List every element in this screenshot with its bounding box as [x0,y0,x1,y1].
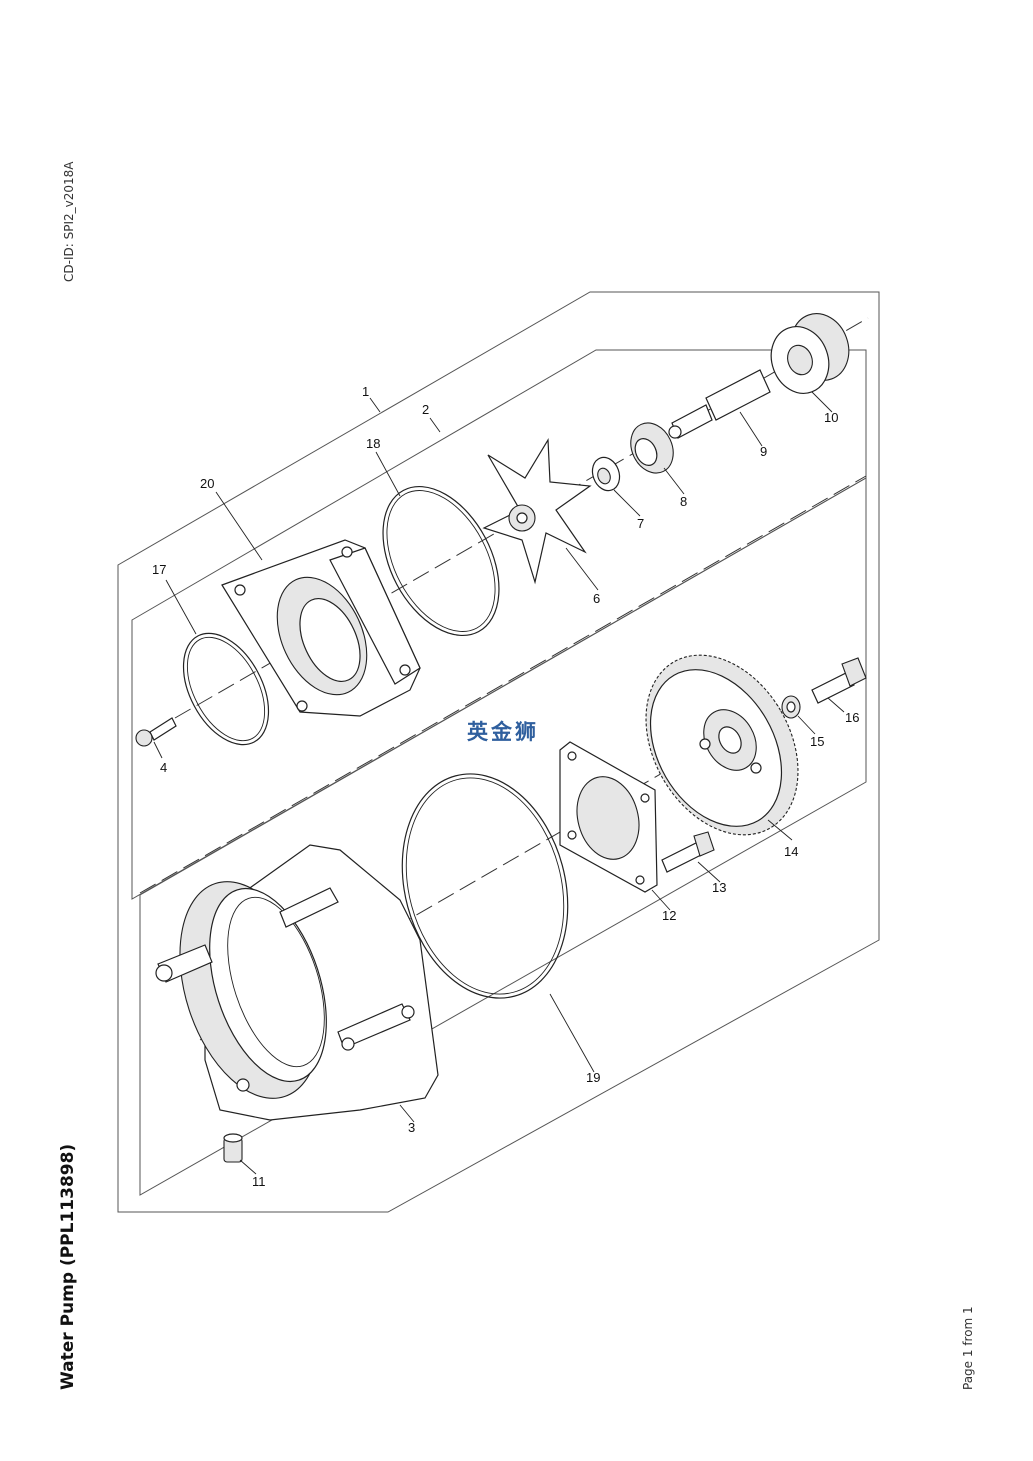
part-dowel [223,1133,243,1163]
callout-12: 12 [662,908,676,923]
callout-18: 18 [366,436,380,451]
part-bolt-13 [661,831,715,873]
callout-15: 15 [810,734,824,749]
leader-lines [153,391,845,1175]
callout-14: 14 [784,844,798,859]
part-shaft [668,369,771,439]
part-bolt-4 [135,717,177,747]
callout-16: 16 [845,710,859,725]
part-bearing [770,313,850,394]
callout-13: 13 [712,880,726,895]
inner-frame-top [131,349,867,900]
callout-7: 7 [637,516,644,531]
callout-19: 19 [586,1070,600,1085]
watermark-text: 英金狮 [467,720,539,744]
callout-1: 1 [362,384,369,399]
callout-6: 6 [593,591,600,606]
part-bolt-16 [811,657,867,704]
part-oring-19 [401,773,569,999]
part-impeller [482,438,592,585]
part-housing [155,844,439,1121]
outer-frame [117,291,880,1213]
callout-17: 17 [152,562,166,577]
callout-10: 10 [824,410,838,425]
callout-11: 11 [252,1174,266,1189]
callout-8: 8 [680,494,687,509]
part-oring-18 [382,485,500,637]
part-gear [645,654,799,836]
part-seal-small [591,456,621,492]
part-gasket [559,741,658,893]
part-seal [630,422,674,474]
part-oring-17 [182,632,270,746]
callout-20: 20 [200,476,214,491]
divider-line [139,475,867,894]
callout-9: 9 [760,444,767,459]
callout-2: 2 [422,402,429,417]
part-cover-plate [221,539,421,717]
callout-4: 4 [160,760,167,775]
inner-frame-bottom [139,477,867,1196]
callout-3: 3 [408,1120,415,1135]
